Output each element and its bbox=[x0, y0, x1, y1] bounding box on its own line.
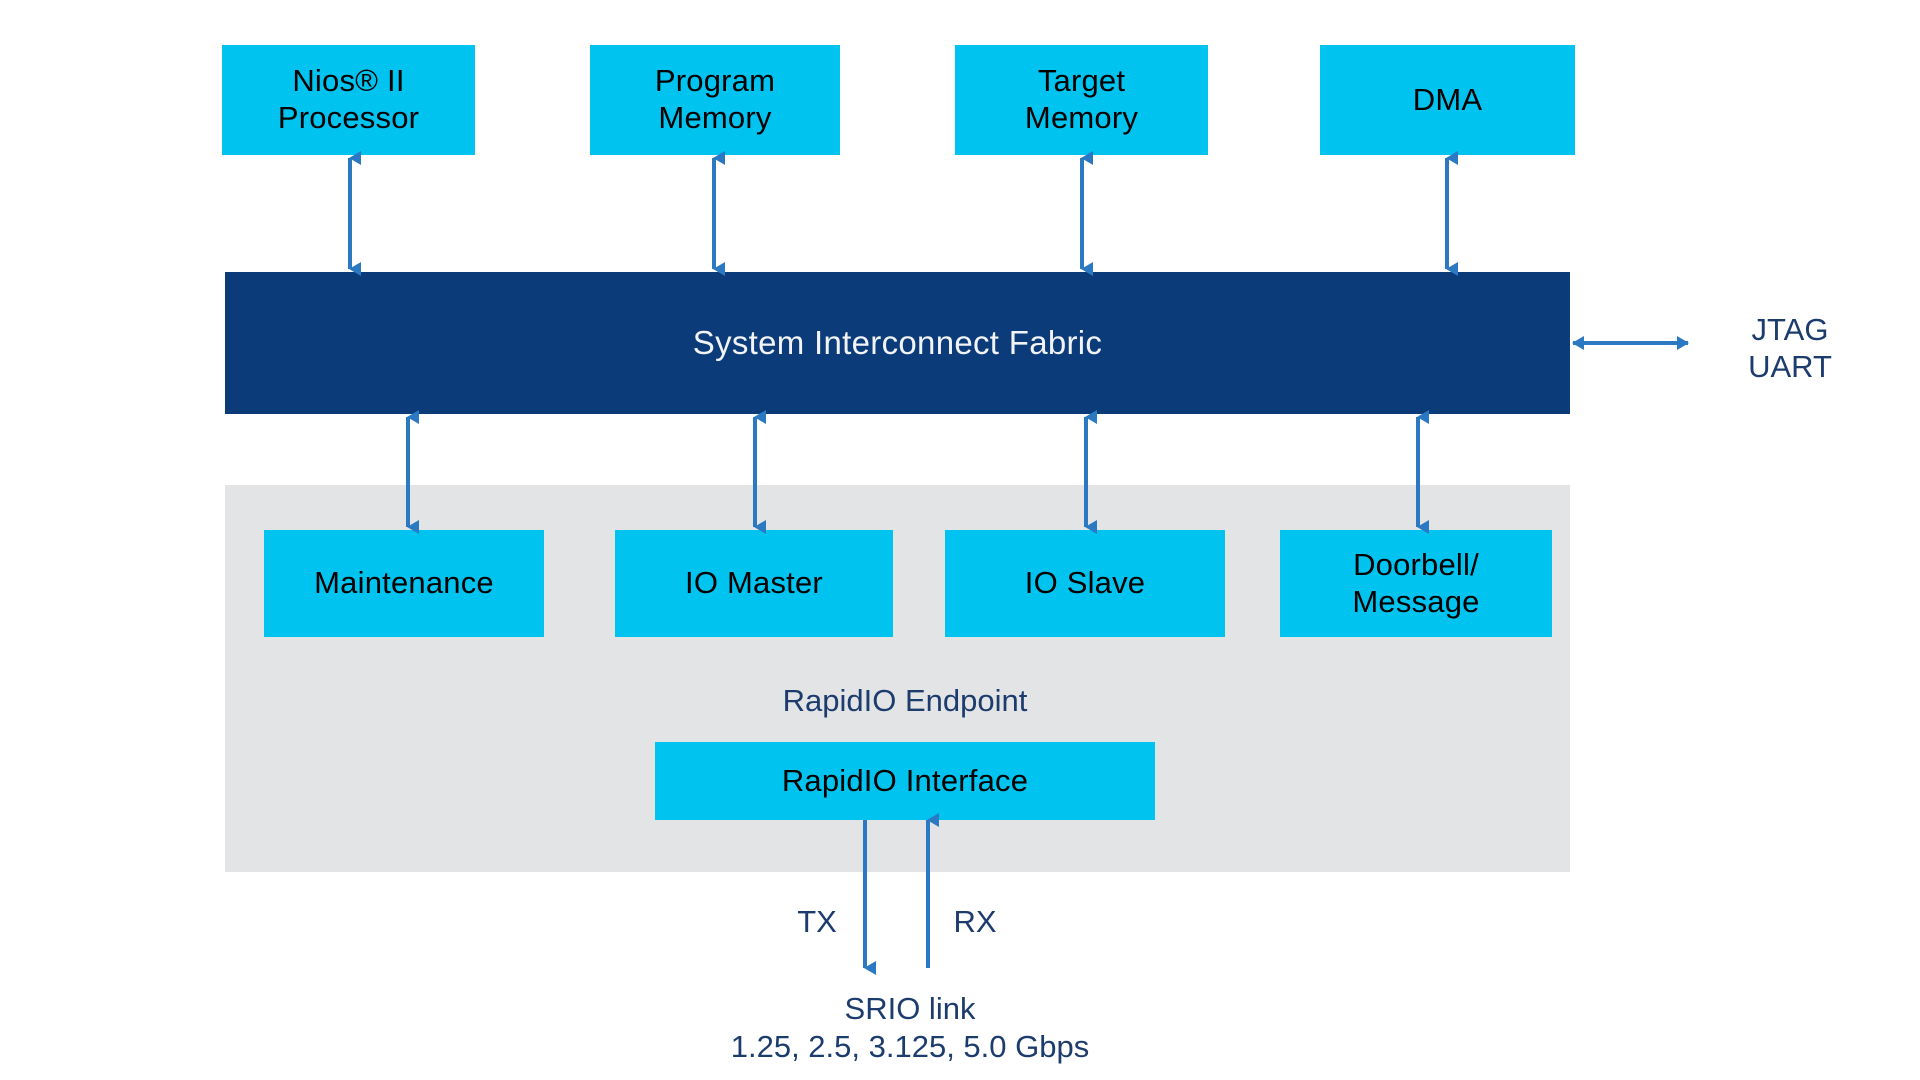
jtag-uart-label: JTAG UART bbox=[1748, 311, 1832, 384]
block-target-memory[interactable]: Target Memory bbox=[955, 45, 1208, 155]
block-rapidio-interface[interactable]: RapidIO Interface bbox=[655, 742, 1155, 820]
rx-label: RX bbox=[953, 904, 997, 940]
tx-label: TX bbox=[797, 904, 837, 940]
rapidio-endpoint-label: RapidIO Endpoint bbox=[782, 683, 1028, 719]
block-dma[interactable]: DMA bbox=[1320, 45, 1575, 155]
block-doorbell-message[interactable]: Doorbell/ Message bbox=[1280, 530, 1552, 637]
block-nios2-processor[interactable]: Nios® II Processor bbox=[222, 45, 475, 155]
block-program-memory[interactable]: Program Memory bbox=[590, 45, 840, 155]
block-io-master[interactable]: IO Master bbox=[615, 530, 893, 637]
block-maintenance[interactable]: Maintenance bbox=[264, 530, 544, 637]
srio-link-name: SRIO link bbox=[844, 991, 976, 1027]
srio-link-rates: 1.25, 2.5, 3.125, 5.0 Gbps bbox=[730, 1029, 1090, 1065]
block-io-slave[interactable]: IO Slave bbox=[945, 530, 1225, 637]
system-interconnect-fabric[interactable]: System Interconnect Fabric bbox=[225, 272, 1570, 414]
